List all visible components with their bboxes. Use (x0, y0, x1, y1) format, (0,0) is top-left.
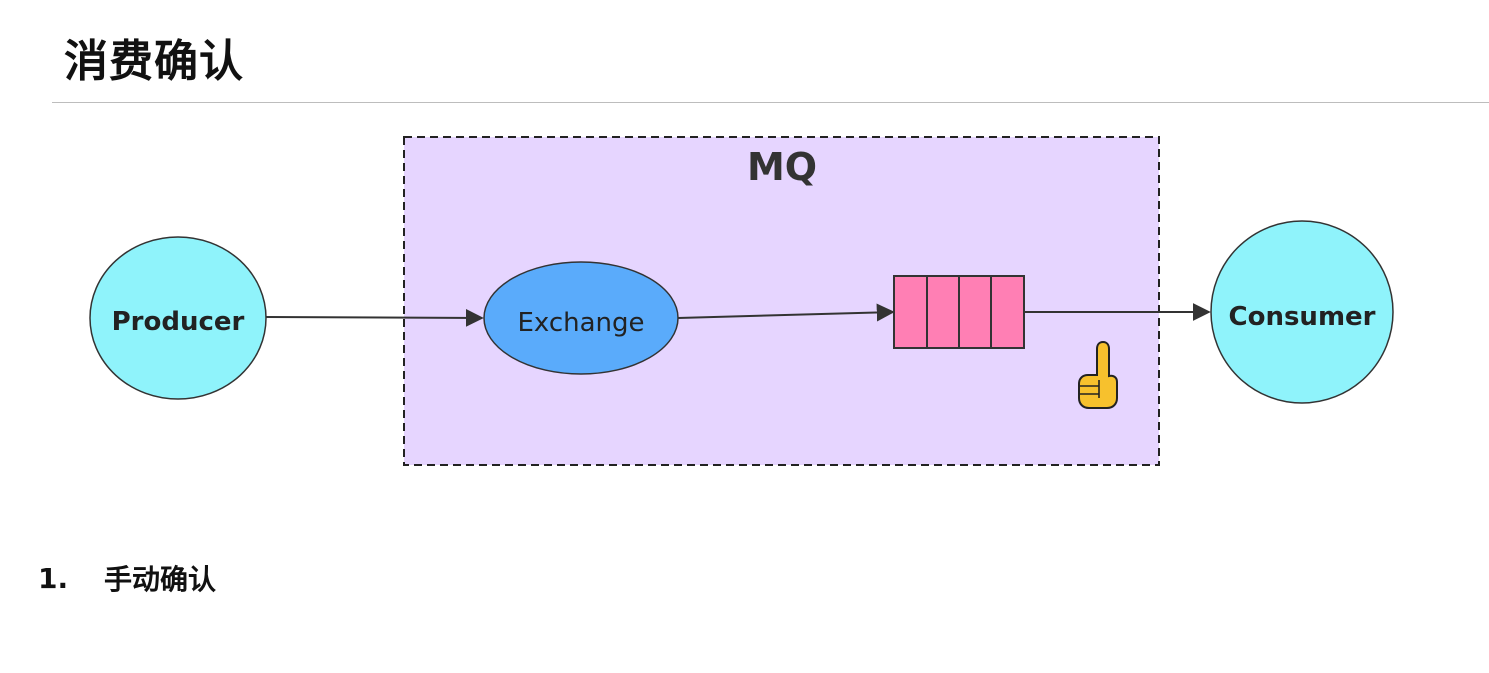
title-divider (52, 102, 1489, 103)
arrow-producer-to-exchange (265, 308, 484, 327)
list-item-text: 手动确认 (104, 563, 217, 596)
mq-label: MQ (747, 145, 817, 189)
list-item: 1. 手动确认 (38, 558, 216, 598)
message-queue-icon (893, 275, 1025, 349)
producer-label: Producer (112, 307, 245, 337)
consumer-node (1210, 220, 1394, 404)
consumer-label: Consumer (1229, 302, 1376, 332)
exchange-label: Exchange (517, 308, 644, 338)
list-item-number: 1. (38, 561, 69, 595)
page-title: 消费确认 (64, 36, 244, 87)
pointing-hand-icon (1078, 340, 1118, 409)
arrow-exchange-to-queue (677, 303, 895, 322)
